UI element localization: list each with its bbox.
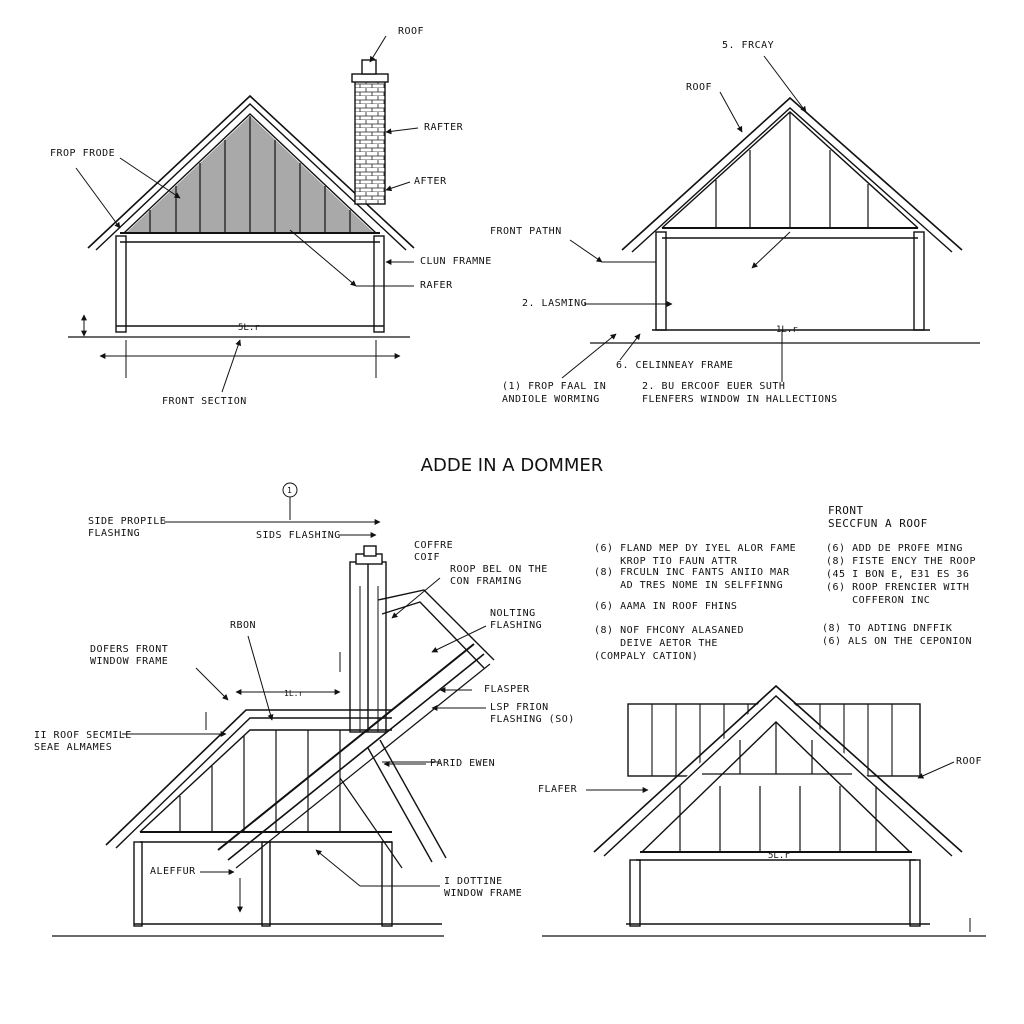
label-ii-roof-secmile: II ROOF SECMILE SEAE ALMAMES [34, 730, 132, 753]
front-section-dim: 5L.r [238, 323, 260, 333]
notes-right-column-2: (8) TO ADTING DNFFIK (6) ALS ON THE CEPO… [822, 623, 972, 647]
note-6-aama: (6) AAMA IN ROOF FHINS [594, 601, 738, 612]
front-roof-dim: 5L.r [768, 851, 790, 861]
label-side-profile-flashing: SIDE PROPILE FLASHING [88, 516, 167, 539]
label-front-section: FRONT SECTION [162, 396, 247, 407]
notes-front-heading: FRONT SECCFUN A ROOF [828, 504, 928, 530]
note-2-bu-ercoof: 2. BU ERCOOF EUER SUTH FLENFERS WINDOW I… [642, 381, 838, 405]
roof-frame-drawing [561, 55, 980, 382]
label-dofers-front: DOFERS FRONT WINDOW FRAME [90, 644, 169, 667]
label-nolting-flashing: NOLTING FLASHING [490, 608, 543, 631]
label-rafer: RAFER [420, 280, 453, 291]
label-sids-flashing: SIDS FLASHING [256, 530, 341, 541]
label-flasper: FLASPER [484, 684, 530, 695]
label-roof-top: ROOF [398, 26, 425, 37]
label-clun-framne: CLUN FRAMNE [420, 256, 492, 267]
label-5-frcay: 5. FRCAY [722, 40, 775, 51]
label-rbon: RBON [230, 620, 257, 631]
label-flafer: FLAFER [538, 784, 578, 795]
note-1-frop-faal: (1) FROP FAAL IN ANDIOLE WORMING [502, 381, 607, 405]
label-roof: ROOF [686, 82, 713, 93]
label-6-celinneay-frame: 6. CELINNEAY FRAME [616, 360, 734, 371]
front-section-drawing [68, 35, 419, 393]
label-i-dottine: I DOTTINE WINDOW FRAME [444, 876, 523, 899]
dormer-drawing [52, 482, 495, 937]
sheet-title: ADDE IN A DOMMER [420, 455, 604, 476]
label-roof-front: ROOF [956, 756, 983, 767]
notes-right-column: (6) ADD DE PROFE MING (8) FISTE ENCY THE… [826, 543, 976, 606]
roof-frame-dim: 1L.r [776, 325, 798, 335]
front-roof-drawing [542, 684, 986, 937]
label-roop-bel: ROOP BEL ON THE CON FRAMING [450, 564, 548, 587]
label-parid-ewen: PARID EWEN [430, 758, 496, 769]
label-frop-frode: FROP FRODE [50, 148, 116, 159]
label-after: AFTER [414, 176, 447, 187]
label-2-lasming: 2. LASMING [522, 298, 588, 309]
label-coffre-coif: COFFRE COIF [414, 540, 454, 563]
label-aleffur: ALEFFUR [150, 866, 196, 877]
note-8-frculn: (8) FRCULN INC FANTS ANIIO MAR AD TRES N… [594, 567, 790, 591]
dormer-dim: 1L.r [284, 689, 303, 698]
note-8-nof-fhcony: (8) NOF FHCONY ALASANED DEIVE AETOR THE … [594, 625, 744, 662]
note-6-fland: (6) FLAND MEP DY IYEL ALOR FAME KROP TIO… [594, 543, 797, 567]
label-lsp-frion: LSP FRION FLASHING (SO) [490, 702, 575, 725]
label-rafter: RAFTER [424, 122, 464, 133]
label-front-pathn: FRONT PATHN [490, 226, 562, 237]
circle-number: 1 [287, 486, 293, 495]
